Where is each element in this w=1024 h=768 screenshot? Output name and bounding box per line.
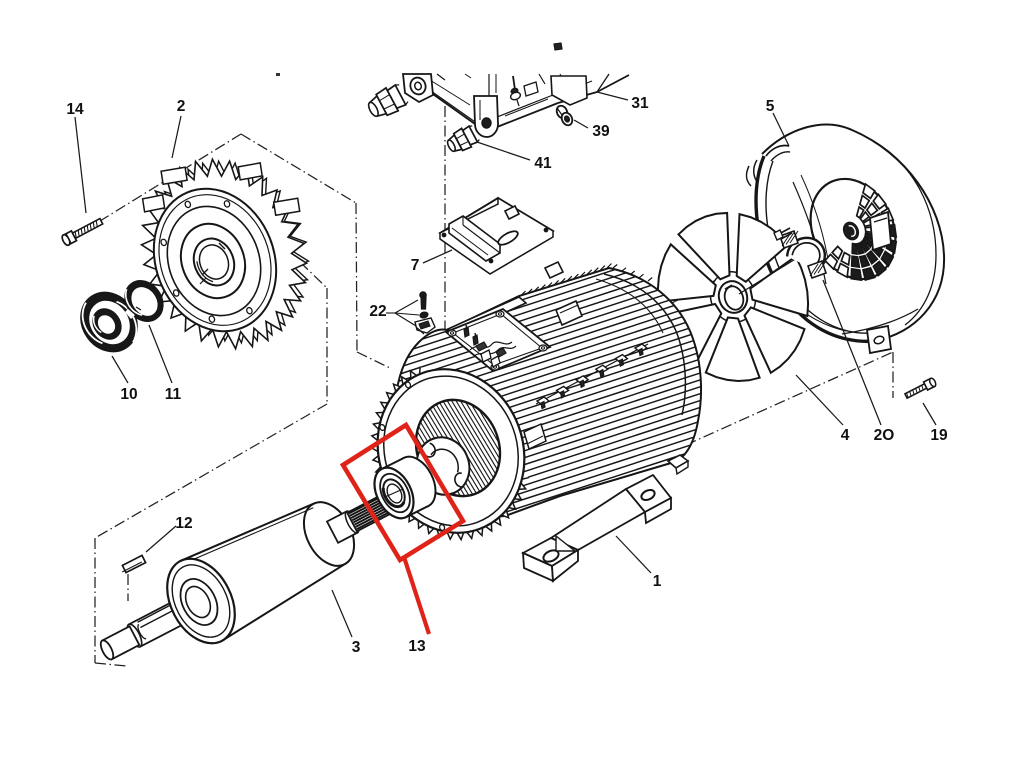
svg-text:41: 41 (534, 155, 552, 172)
svg-text:1: 1 (653, 573, 662, 590)
svg-text:31: 31 (631, 95, 649, 112)
svg-text:12: 12 (175, 515, 192, 532)
svg-text:2: 2 (177, 98, 186, 115)
svg-text:10: 10 (120, 386, 137, 403)
svg-text:11: 11 (165, 386, 182, 403)
svg-text:7: 7 (411, 257, 420, 274)
svg-text:4: 4 (841, 427, 850, 444)
svg-text:5: 5 (766, 98, 775, 115)
svg-text:3: 3 (352, 639, 361, 656)
svg-text:22: 22 (369, 303, 386, 320)
svg-text:13: 13 (408, 638, 426, 655)
svg-text:2O: 2O (874, 427, 895, 444)
svg-text:19: 19 (930, 427, 948, 444)
svg-text:14: 14 (66, 101, 84, 118)
svg-text:39: 39 (592, 123, 610, 140)
